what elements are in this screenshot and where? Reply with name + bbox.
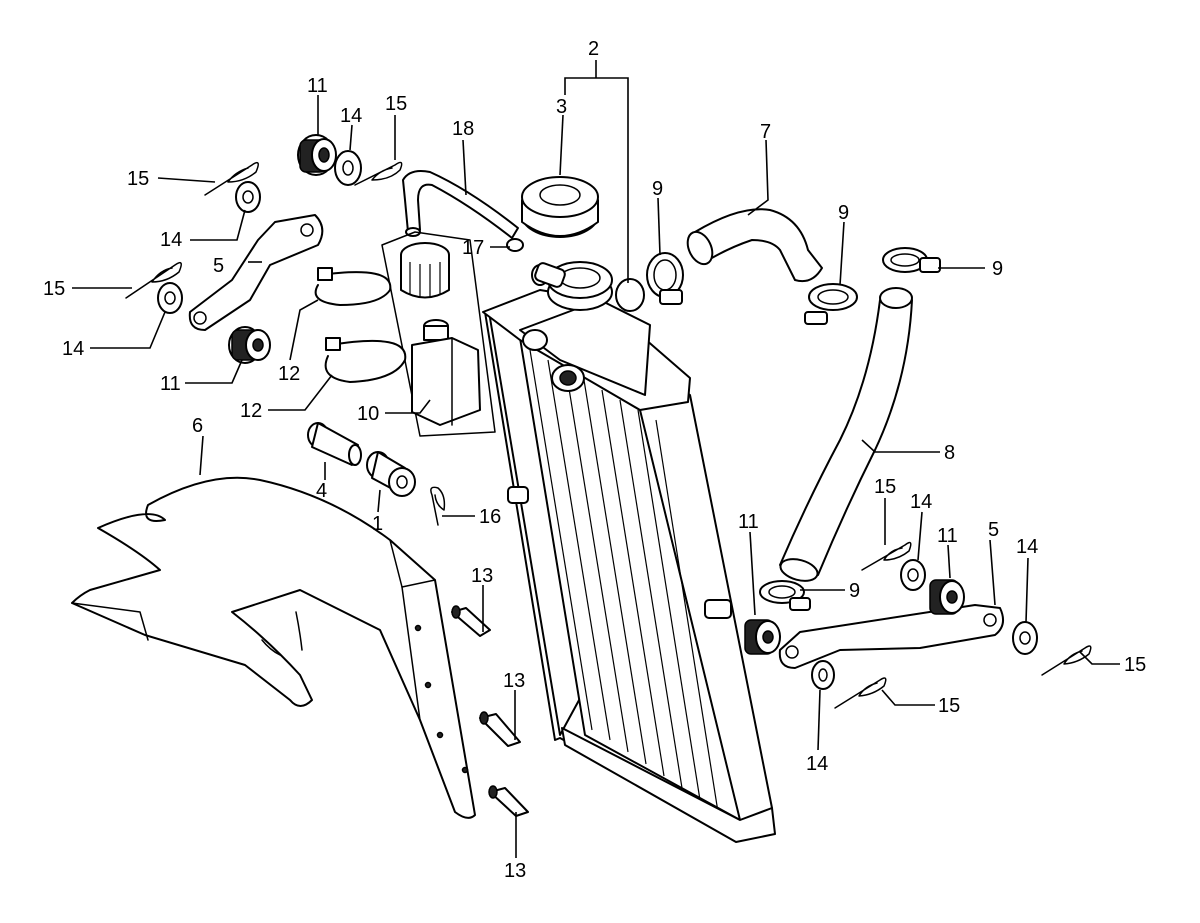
rubber-grommet bbox=[744, 619, 781, 655]
callout-16: 16 bbox=[479, 506, 501, 528]
callout-14-d: 14 bbox=[910, 491, 932, 513]
hose-clip bbox=[506, 238, 524, 252]
callout-10: 10 bbox=[357, 403, 379, 425]
r-clip bbox=[204, 161, 259, 196]
washer bbox=[1012, 621, 1038, 655]
callout-13-b: 13 bbox=[503, 670, 525, 692]
callout-14-e: 14 bbox=[1016, 536, 1038, 558]
callout-18: 18 bbox=[452, 118, 474, 140]
mounting-bracket bbox=[188, 214, 324, 331]
callout-12-a: 12 bbox=[278, 363, 300, 385]
callout-8: 8 bbox=[944, 442, 955, 464]
callout-13-c: 13 bbox=[504, 860, 526, 882]
callout-7: 7 bbox=[760, 121, 771, 143]
callout-labels: 1 2 3 4 5 5 6 7 8 9 9 9 9 10 11 11 11 11… bbox=[43, 38, 1146, 882]
r-clip bbox=[125, 261, 182, 299]
callout-1: 1 bbox=[372, 513, 383, 535]
washer bbox=[811, 660, 835, 690]
washer bbox=[334, 150, 362, 186]
radiator-cap bbox=[521, 176, 599, 238]
screw bbox=[479, 711, 521, 747]
callout-9-b: 9 bbox=[838, 202, 849, 224]
retaining-ring bbox=[314, 267, 392, 306]
r-clip bbox=[834, 677, 887, 709]
callout-9-a: 9 bbox=[652, 178, 663, 200]
callout-11-d: 11 bbox=[937, 525, 958, 547]
coolant-reservoir bbox=[381, 231, 496, 437]
rubber-grommet bbox=[297, 134, 337, 176]
callout-5-right: 5 bbox=[988, 519, 999, 541]
callout-11-c: 11 bbox=[738, 511, 759, 533]
retaining-ring bbox=[324, 337, 407, 383]
spacer-bushing bbox=[366, 451, 416, 497]
hose-clamp bbox=[759, 580, 811, 611]
callout-15-f: 15 bbox=[938, 695, 960, 717]
r-clip bbox=[430, 486, 446, 526]
upper-hose bbox=[686, 208, 823, 283]
callout-15-a: 15 bbox=[385, 93, 407, 115]
callout-13-a: 13 bbox=[471, 565, 493, 587]
callout-14-c: 14 bbox=[62, 338, 84, 360]
washer bbox=[235, 181, 261, 213]
callout-4: 4 bbox=[316, 480, 327, 502]
callout-15-b: 15 bbox=[127, 168, 149, 190]
hose-clamp bbox=[646, 252, 684, 305]
r-clip bbox=[354, 161, 403, 186]
r-clip bbox=[861, 541, 912, 571]
hose-clamp bbox=[804, 283, 858, 325]
overflow-hose bbox=[402, 170, 519, 239]
callout-11-b: 11 bbox=[160, 373, 181, 395]
callout-11-a: 11 bbox=[307, 75, 328, 97]
lower-hose bbox=[779, 287, 913, 582]
callout-12-b: 12 bbox=[240, 400, 262, 422]
callout-17: 17 bbox=[462, 237, 484, 259]
hose-clamp bbox=[882, 247, 941, 273]
leader-lines bbox=[72, 60, 1120, 858]
callout-5-left: 5 bbox=[213, 255, 224, 277]
screw bbox=[451, 605, 491, 637]
washer bbox=[157, 282, 183, 314]
callout-15-c: 15 bbox=[43, 278, 65, 300]
rubber-grommet bbox=[228, 326, 271, 364]
callout-3: 3 bbox=[556, 96, 567, 118]
callout-15-e: 15 bbox=[1124, 654, 1146, 676]
washer bbox=[900, 559, 926, 591]
callout-2: 2 bbox=[588, 38, 599, 60]
screw bbox=[488, 785, 529, 817]
mounting-bracket bbox=[778, 604, 1005, 669]
callout-9-c: 9 bbox=[992, 258, 1003, 280]
callout-14-f: 14 bbox=[806, 753, 828, 775]
radiator bbox=[482, 261, 776, 843]
callout-14-a: 14 bbox=[340, 105, 362, 127]
callout-6: 6 bbox=[192, 415, 203, 437]
radiator-shroud bbox=[71, 476, 476, 819]
callout-14-b: 14 bbox=[160, 229, 182, 251]
callout-9-d: 9 bbox=[849, 580, 860, 602]
callout-15-d: 15 bbox=[874, 476, 896, 498]
r-clip bbox=[1041, 645, 1092, 676]
rubber-grommet bbox=[929, 579, 965, 615]
mounting-pin bbox=[307, 422, 362, 466]
